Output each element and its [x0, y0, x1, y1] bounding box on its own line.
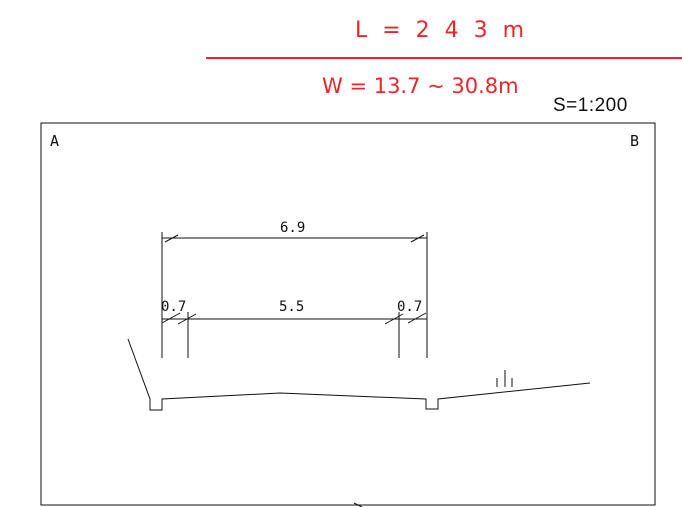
carriageway-label: 5.5 — [279, 299, 304, 315]
bottom-tick — [353, 502, 363, 507]
overall-dimension — [161, 232, 428, 358]
component-dimension — [161, 312, 427, 358]
road-profile — [127, 338, 591, 411]
corner-label-b: B — [630, 132, 639, 150]
right-sidewalk-label: 0.7 — [397, 299, 422, 315]
width-label: W = 13.7 ~ 30.8m — [322, 74, 519, 98]
length-label: L = 2 4 3 m — [355, 18, 529, 43]
left-sidewalk-label: 0.7 — [161, 299, 186, 315]
title-underline — [206, 57, 682, 59]
drawing-frame — [40, 122, 656, 506]
ground-marker — [496, 370, 513, 387]
scale-label: S=1:200 — [553, 95, 628, 116]
corner-label-a: A — [50, 132, 59, 150]
overall-width-label: 6.9 — [280, 220, 305, 236]
